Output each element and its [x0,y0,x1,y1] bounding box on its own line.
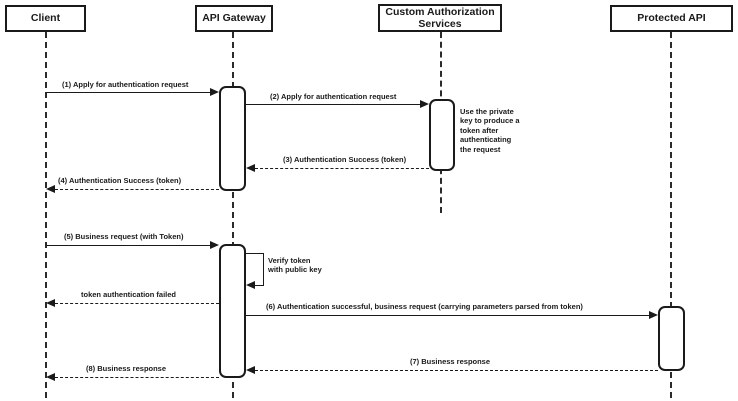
message-6-arrowhead [649,311,658,320]
message-8-label: (8) Business response [86,364,167,373]
activation-protected-api [658,306,685,371]
message-5-line [46,245,211,246]
actor-api-gateway-label: API Gateway [202,12,266,25]
message-5-label: (5) Business request (with Token) [64,232,184,241]
message-3-line [255,168,429,169]
self-message-label: Verify token with public key [268,256,322,274]
activation-api-gateway-1 [219,86,246,191]
message-8-line [55,377,219,378]
activation-api-gateway-2 [219,244,246,378]
self-message-arrowhead [246,281,255,290]
message-5-arrowhead [210,241,219,250]
message-6-label: (6) Authentication successful, business … [266,302,583,311]
actor-client-label: Client [30,12,61,25]
message-1-line [46,92,211,93]
message-6-line [246,315,650,316]
activation-custom-authorization [429,99,455,171]
message-3-arrowhead [246,164,255,173]
message-2-label: (2) Apply for authentication request [270,92,397,101]
note-private-key: Use the private key to produce a token a… [460,107,520,154]
message-8-arrowhead [46,373,55,382]
message-1-arrowhead [210,88,219,97]
message-2-arrowhead [420,100,429,109]
message-4-line [55,189,219,190]
message-4-arrowhead [46,185,55,194]
message-7-arrowhead [246,366,255,375]
actor-api-gateway: API Gateway [195,5,273,32]
message-failed-arrowhead [46,299,55,308]
self-message-vertical-segment [263,253,264,285]
actor-client: Client [5,5,86,32]
message-failed-line [55,303,219,304]
message-7-label: (7) Business response [410,357,491,366]
actor-custom-authorization-services: Custom Authorization Services [378,4,502,32]
lifeline-protected-api [670,32,672,398]
message-failed-label: token authentication failed [81,290,177,299]
message-4-label: (4) Authentication Success (token) [58,176,182,185]
actor-protected-api: Protected API [610,5,733,32]
actor-protected-api-label: Protected API [637,12,706,25]
self-message-top-segment [246,253,263,254]
message-3-label: (3) Authentication Success (token) [283,155,407,164]
self-message-bottom-segment [254,285,264,286]
lifeline-client [45,32,47,398]
message-1-label: (1) Apply for authentication request [62,80,189,89]
lifeline-api-gateway [232,32,234,398]
message-2-line [246,104,421,105]
actor-custom-authorization-services-label: Custom Authorization Services [385,5,495,30]
message-7-line [255,370,658,371]
